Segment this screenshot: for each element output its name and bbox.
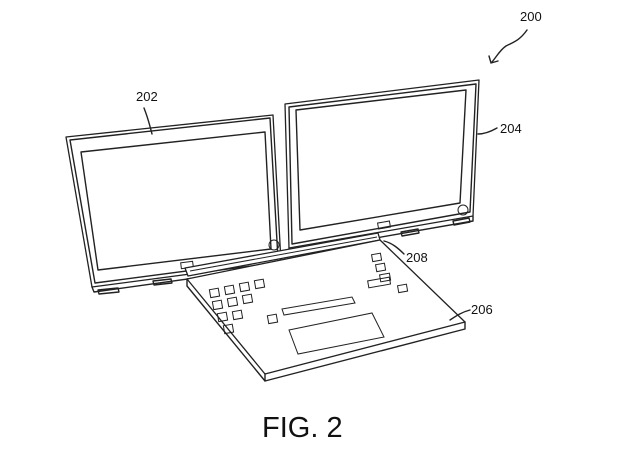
keys-left-cluster bbox=[208, 278, 279, 335]
right-display bbox=[284, 79, 480, 254]
keys-right-cluster bbox=[367, 252, 409, 294]
ref-label-208: 208 bbox=[406, 250, 428, 265]
leader-lines bbox=[143, 29, 528, 321]
ref-label-206: 206 bbox=[471, 302, 493, 317]
base-keyboard bbox=[186, 239, 466, 382]
ref-label-202: 202 bbox=[136, 89, 158, 104]
ref-label-204: 204 bbox=[500, 121, 522, 136]
ref-label-200: 200 bbox=[520, 9, 542, 24]
touchpad bbox=[288, 312, 385, 355]
figure-caption: FIG. 2 bbox=[262, 412, 343, 444]
spacebar bbox=[281, 296, 356, 316]
